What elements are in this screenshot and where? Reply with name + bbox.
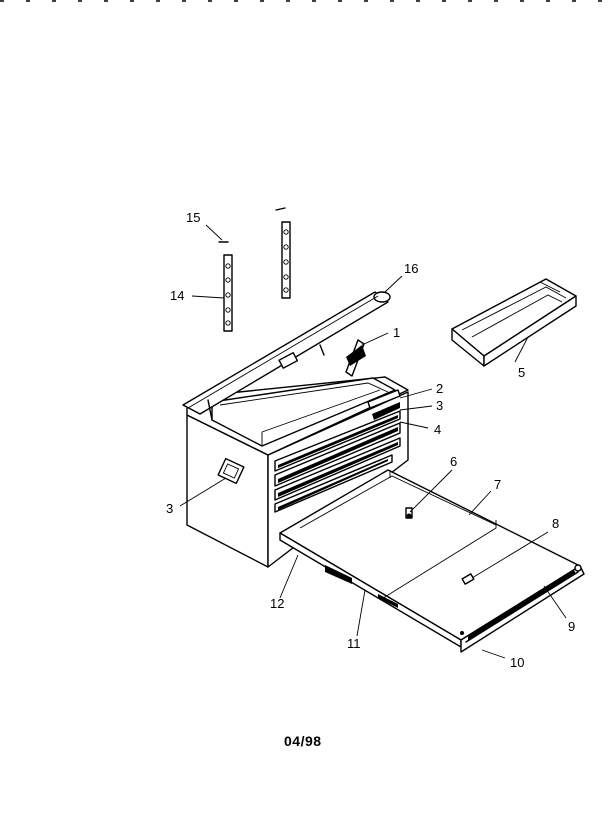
callout-5: 5	[518, 365, 525, 380]
callout-16: 16	[404, 261, 418, 276]
date-code: 04/98	[284, 733, 322, 749]
screw-part-15	[218, 207, 286, 243]
tray-part-5	[451, 278, 577, 367]
leader-lines	[179, 224, 567, 659]
callout-14: 14	[170, 288, 184, 303]
callout-15: 15	[186, 210, 200, 225]
callout-6: 6	[450, 454, 457, 469]
callout-10: 10	[510, 655, 524, 670]
callout-4: 4	[434, 422, 441, 437]
lid-part-16	[182, 291, 391, 421]
lid-stay-part-1	[345, 339, 366, 377]
callout-9: 9	[568, 619, 575, 634]
callout-11: 11	[347, 636, 361, 651]
callout-labels: 15 14 16 1 2 3 4 5 3 6 7 8 9 10 11 12	[166, 210, 575, 670]
drawer-fronts	[274, 389, 401, 513]
callout-1: 1	[393, 325, 400, 340]
callout-7: 7	[494, 477, 501, 492]
callout-2: 2	[436, 381, 443, 396]
callout-3-drawer: 3	[436, 398, 443, 413]
callout-8: 8	[552, 516, 559, 531]
callout-12: 12	[270, 596, 284, 611]
callout-3-side: 3	[166, 501, 173, 516]
open-drawer	[279, 469, 585, 653]
hinge-strip-part-14	[223, 221, 291, 332]
